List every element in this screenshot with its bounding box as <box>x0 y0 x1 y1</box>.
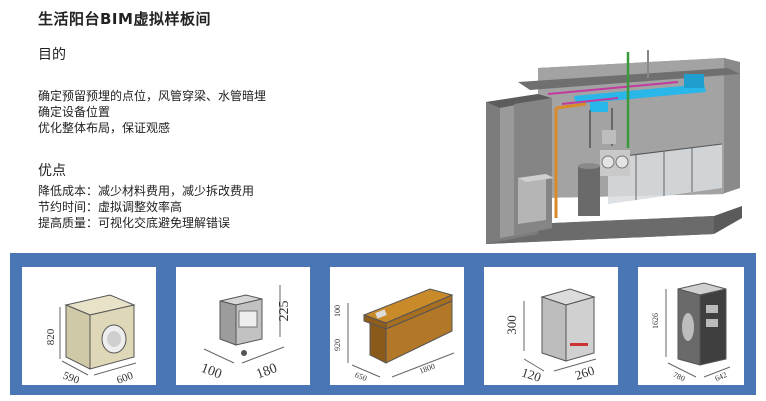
advantage-line-1: 降低成本：减少材料费用，减少拆改费用 <box>38 184 255 198</box>
advantage-line-3: 提高质量：可视化交底避免理解错误 <box>38 216 231 230</box>
bim-balcony-model-image <box>478 38 750 250</box>
equipment-card-water-heater: 1626 780 642 <box>638 267 744 385</box>
boiler-icon: 300 120 260 <box>504 288 596 385</box>
washer-height-label: 820 <box>45 328 57 345</box>
purifier-depth-label: 100 <box>199 361 224 382</box>
heater-height-label: 1626 <box>651 313 660 329</box>
purifier-width-label: 180 <box>254 361 279 382</box>
sink-height-label: 920 <box>333 339 342 351</box>
purifier-height-label: 225 <box>277 301 292 322</box>
boiler-height-label: 300 <box>504 315 519 335</box>
equipment-strip: 820 590 600 225 100 180 <box>10 253 756 395</box>
purpose-line-3: 优化整体布局，保证观感 <box>38 121 171 135</box>
washer-depth-label: 600 <box>115 370 135 385</box>
equipment-card-sink-cabinet: 100 920 650 1800 <box>330 267 464 385</box>
sink-depth-label: 650 <box>354 370 368 383</box>
purpose-heading: 目的 <box>38 47 66 63</box>
heater-depth-label: 780 <box>672 370 687 383</box>
purpose-line-1: 确定预留预埋的点位，风管穿梁、水管暗埋 <box>38 89 267 103</box>
water-purifier-icon: 225 100 180 <box>199 285 292 382</box>
advantage-line-2: 节约时间：虚拟调整效率高 <box>38 200 183 214</box>
advantages-heading: 优点 <box>38 163 66 179</box>
sink-cabinet-icon: 100 920 650 1800 <box>333 288 455 383</box>
washer-width-label: 590 <box>61 370 81 385</box>
boiler-depth-label: 120 <box>520 365 543 385</box>
equipment-card-water-purifier: 225 100 180 <box>176 267 310 385</box>
washing-machine-icon: 820 590 600 <box>45 294 137 385</box>
purpose-line-2: 确定设备位置 <box>38 105 111 119</box>
equipment-card-washing-machine: 820 590 600 <box>22 267 156 385</box>
page-title: 生活阳台BIM虚拟样板间 <box>38 10 211 28</box>
sink-length-label: 1800 <box>418 362 436 376</box>
sink-top-height-label: 100 <box>333 305 342 317</box>
boiler-width-label: 260 <box>573 363 596 383</box>
water-heater-icon: 1626 780 642 <box>651 282 731 383</box>
equipment-card-boiler: 300 120 260 <box>484 267 618 385</box>
